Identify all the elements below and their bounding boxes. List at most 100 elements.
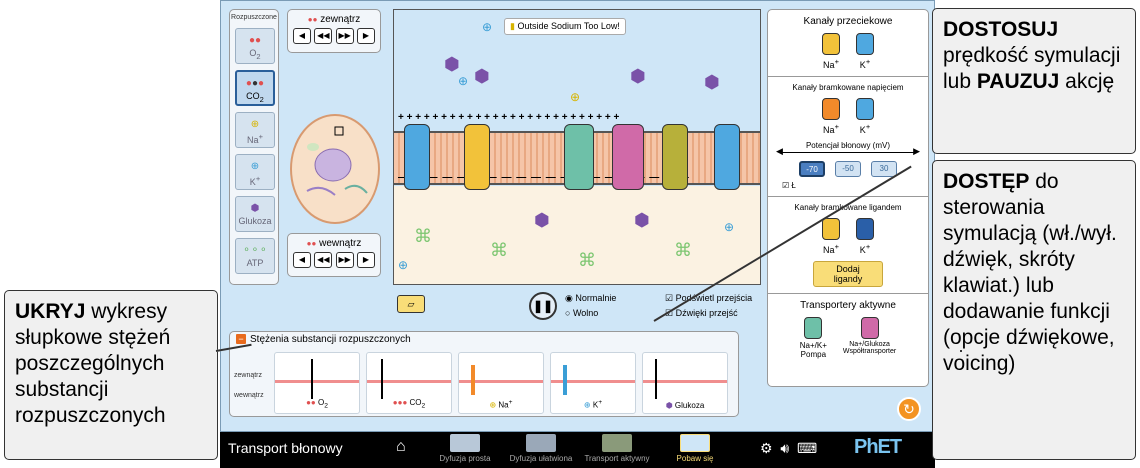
add-ligands-button[interactable]: Dodaj ligandy <box>813 261 883 287</box>
voltage-channels-title: Kanały bramkowane napięciem <box>792 83 904 92</box>
pump-icon <box>804 317 823 339</box>
co2-icon: ●● <box>307 15 318 24</box>
partial-checkbox[interactable]: ☑ Ł <box>782 181 796 190</box>
glucose-icon: ⬢ <box>250 203 260 214</box>
atp-icon: ⚬⚬⚬ <box>242 245 268 256</box>
na-ligand-channel-icon <box>822 218 840 240</box>
screen-active-transport[interactable]: Transport aktywny <box>582 432 652 468</box>
k-leak-channel[interactable] <box>404 124 430 190</box>
glucose-particle: ⬢ <box>630 66 646 86</box>
add-many-outside-button[interactable]: ▶▶ <box>335 28 354 44</box>
solute-glucose-button[interactable]: ⬢ Glukoza <box>235 196 275 232</box>
na-channel-icon <box>822 33 840 55</box>
outside-rate-control: ●● zewnątrz ◀ ◀◀ ▶▶ ▶ <box>287 9 381 53</box>
k-voltage-channel-icon <box>856 98 874 120</box>
home-icon[interactable]: ⌂ <box>396 438 406 455</box>
phet-logo[interactable]: PhET <box>854 436 902 458</box>
outside-label: zewnątrz <box>320 14 361 25</box>
screen-facilitated-diffusion[interactable]: Dyfuzja ułatwiona <box>506 432 576 468</box>
pause-button[interactable]: ❚❚ <box>529 292 557 320</box>
na-leak-channel-item[interactable]: Na+ <box>822 33 840 70</box>
solutes-title: Rozpuszczone <box>231 14 277 21</box>
speed-slow-radio[interactable]: ○ Wolno <box>565 308 599 318</box>
solute-co2-button[interactable]: ●●● CO2 <box>235 70 275 106</box>
na-leak-channel[interactable] <box>464 124 490 190</box>
gear-icon[interactable]: ⚙ <box>760 440 773 456</box>
eraser-button[interactable]: ▱ <box>397 295 425 313</box>
k-channel-icon <box>856 33 874 55</box>
o2-icon: ●● <box>248 35 262 46</box>
remove-many-outside-button[interactable]: ◀◀ <box>314 28 333 44</box>
glucose-particle: ⬢ <box>474 66 490 86</box>
inside-axis-label: wewnątrz <box>234 392 264 399</box>
collapse-button[interactable]: − <box>236 334 246 344</box>
glucose-particle: ⬢ <box>634 210 650 230</box>
speed-normal-radio[interactable]: ◉ Normalnie <box>565 293 617 303</box>
potential-minus70-button[interactable]: -70 <box>799 161 825 177</box>
callout-pointer-access <box>960 350 962 352</box>
add-one-outside-button[interactable]: ▶ <box>356 28 375 44</box>
callout-adjust-speed: DOSTOSUJ prędkość symulacji lub PAUZUJ a… <box>932 8 1136 154</box>
atp-particle: ⌘ <box>414 226 432 246</box>
atp-particle: ⌘ <box>674 240 692 260</box>
callout-access-controls: DOSTĘP do sterowania symulacją (wł./wył.… <box>932 160 1136 460</box>
solute-na-button[interactable]: ⊕ Na+ <box>235 112 275 148</box>
o2-concentration-chart: ●● O2 <box>274 352 360 414</box>
k-icon: ⊕ <box>250 161 260 172</box>
na-ligand-channel-item[interactable]: Na+ <box>822 218 840 255</box>
cotransporter-icon <box>860 317 879 339</box>
highlight-checkbox[interactable]: ☑ Podświetl przejścia <box>665 293 753 303</box>
remove-one-outside-button[interactable]: ◀ <box>293 28 311 44</box>
na-glucose-cotransporter[interactable] <box>612 124 644 190</box>
k-particle: ⊕ <box>398 258 409 272</box>
speaker-icon[interactable]: 🔊︎ <box>780 440 790 456</box>
solute-atp-button[interactable]: ⚬⚬⚬ ATP <box>235 238 275 274</box>
potential-minus50-button[interactable]: -50 <box>835 161 861 177</box>
reset-all-button[interactable]: ↻ <box>897 397 921 421</box>
navbar-icons: ⚙ 🔊︎ ⌨ <box>760 440 817 457</box>
solute-k-button[interactable]: ⊕ K+ <box>235 154 275 190</box>
k-particle: ⊕ <box>482 20 493 34</box>
co2-concentration-chart: ●●● CO2 <box>366 352 452 414</box>
remove-one-inside-button[interactable]: ◀ <box>293 252 311 268</box>
add-one-inside-button[interactable]: ▶ <box>356 252 375 268</box>
callout-hide-charts: UKRYJ wykresy słupkowe stężeń poszczegól… <box>4 290 218 460</box>
na-voltage-channel-item[interactable]: Na+ <box>822 98 840 135</box>
k-voltage-channel-item[interactable]: K+ <box>856 98 874 135</box>
intracellular-region <box>394 186 760 284</box>
status-alert: ▮ Outside Sodium Too Low! <box>504 18 626 35</box>
solute-o2-button[interactable]: ●● O2 <box>235 28 275 64</box>
navbar: Transport błonowy ⌂ Dyfuzja prosta Dyfuz… <box>220 432 935 468</box>
warning-icon: ▮ <box>510 21 515 31</box>
glucose-concentration-chart: ⬢ Glukoza <box>642 352 728 414</box>
na-k-pump-item[interactable]: Na+/K+Pompa <box>800 317 827 359</box>
sounds-checkbox[interactable]: ☑ Dźwięki przejść <box>665 308 738 318</box>
k-leak-channel-item[interactable]: K+ <box>856 33 874 70</box>
voltage-gated-channel[interactable] <box>662 124 688 190</box>
voltage-gated-k-channel[interactable] <box>714 124 740 190</box>
co2-icon: ●●● <box>245 78 265 89</box>
atp-particle: ⌘ <box>578 250 596 270</box>
add-many-inside-button[interactable]: ▶▶ <box>335 252 354 268</box>
na-particle: ⊕ <box>570 90 581 104</box>
na-k-pump[interactable] <box>564 124 594 190</box>
concentrations-title: Stężenia substancji rozpuszczonych <box>250 334 411 345</box>
k-particle: ⊕ <box>458 74 469 88</box>
membrane-view[interactable]: ▮ Outside Sodium Too Low! + + + + + + + … <box>393 9 761 285</box>
sim-title: Transport błonowy <box>228 440 343 456</box>
screen-playground[interactable]: Pobaw się <box>660 432 730 468</box>
keyboard-icon[interactable]: ⌨ <box>796 440 818 456</box>
membrane-potential-title: Potencjał błonowy (mV) <box>805 141 891 150</box>
remove-many-inside-button[interactable]: ◀◀ <box>314 252 333 268</box>
potential-30-button[interactable]: 30 <box>871 161 897 177</box>
concentrations-panel: −Stężenia substancji rozpuszczonych zewn… <box>229 331 739 417</box>
ligand-channels-title: Kanały bramkowane ligandem <box>794 203 902 212</box>
na-concentration-chart: ⊕ Na+ <box>458 352 544 414</box>
outside-axis-label: zewnątrz <box>234 372 263 379</box>
k-ligand-channel-item[interactable]: K+ <box>856 218 874 255</box>
screen-simple-diffusion[interactable]: Dyfuzja prosta <box>430 432 500 468</box>
inside-rate-control: ●● wewnątrz ◀ ◀◀ ▶▶ ▶ <box>287 233 381 277</box>
co2-icon: ●● <box>306 239 317 248</box>
na-icon: ⊕ <box>250 119 260 130</box>
